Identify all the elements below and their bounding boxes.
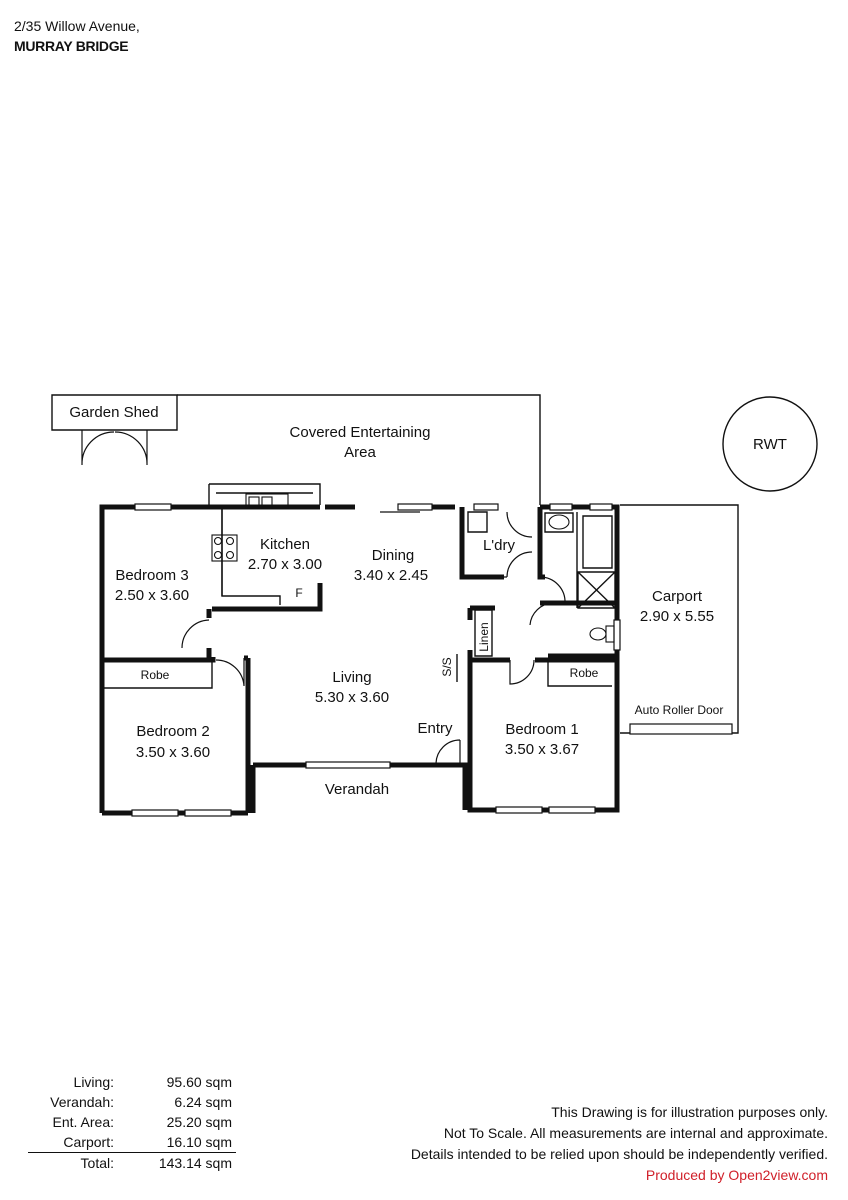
- entry-label: Entry: [417, 720, 453, 737]
- area-row: Verandah: 6.24 sqm: [28, 1092, 236, 1112]
- bedroom2-dim: 3.50 x 3.60: [136, 744, 210, 761]
- carport-label: Carport: [652, 588, 703, 605]
- living-dim: 5.30 x 3.60: [315, 689, 389, 706]
- total-value: 143.14 sqm: [118, 1152, 236, 1173]
- rainwater-tank: [722, 396, 818, 492]
- suburb-title: MURRAY BRIDGE: [14, 38, 129, 54]
- disclaimer: This Drawing is for illustration purpose…: [411, 1102, 828, 1186]
- area-value: 6.24 sqm: [174, 1094, 232, 1110]
- covered-area-label: Covered Entertaining: [290, 424, 431, 441]
- linen-label: Linen: [477, 622, 491, 651]
- dining-label: Dining: [372, 547, 415, 564]
- total-label: Total:: [28, 1152, 118, 1173]
- area-row: Ent. Area: 25.20 sqm: [28, 1112, 236, 1132]
- kitchen-label: Kitchen: [260, 536, 310, 553]
- door-swings: [181, 511, 566, 765]
- kitchen-dim: 2.70 x 3.00: [248, 556, 322, 573]
- area-value: 25.20 sqm: [166, 1114, 232, 1130]
- room-labels: Garden Shed Covered Entertaining Area RW…: [69, 404, 787, 798]
- area-label: Living:: [73, 1074, 114, 1090]
- dining-dim: 3.40 x 2.45: [354, 567, 428, 584]
- outline-lines: [51, 394, 818, 734]
- area-label: Verandah:: [50, 1094, 114, 1110]
- bedroom1-label: Bedroom 1: [505, 721, 578, 738]
- robe-left-label: Robe: [141, 668, 170, 682]
- laundry-label: L'dry: [483, 537, 516, 554]
- bedroom1-dim: 3.50 x 3.67: [505, 741, 579, 758]
- disclaimer-line-3: Details intended to be relied upon shoul…: [410, 1146, 828, 1162]
- carport-dim: 2.90 x 5.55: [640, 608, 714, 625]
- area-row: Carport: 16.10 sqm: [28, 1132, 236, 1153]
- interior-lines: [102, 509, 616, 689]
- bedroom3-label: Bedroom 3: [115, 567, 188, 584]
- area-row: Living: 95.60 sqm: [28, 1072, 236, 1092]
- address-line: 2/35 Willow Avenue,: [14, 18, 140, 34]
- area-summary-table: Living: 95.60 sqm Verandah: 6.24 sqm Ent…: [28, 1072, 236, 1173]
- fridge-label: F: [295, 586, 302, 600]
- area-label: Ent. Area:: [52, 1114, 114, 1130]
- bedroom2-label: Bedroom 2: [136, 723, 209, 740]
- covered-area-label-2: Area: [344, 444, 376, 461]
- auto-roller-label: Auto Roller Door: [635, 703, 724, 717]
- bedroom3-dim: 2.50 x 3.60: [115, 587, 189, 604]
- kitchen-fixtures: [211, 493, 615, 643]
- produced-by: Produced by Open2view.com: [645, 1167, 828, 1183]
- robe-right-label: Robe: [570, 666, 599, 680]
- living-label: Living: [332, 669, 371, 686]
- windows: [131, 503, 733, 817]
- shed-doors: [81, 430, 148, 466]
- verandah-label: Verandah: [325, 781, 389, 798]
- disclaimer-line-1: This Drawing is for illustration purpose…: [551, 1104, 828, 1120]
- area-value: 16.10 sqm: [166, 1134, 232, 1150]
- garden-shed-label: Garden Shed: [69, 404, 158, 421]
- area-value: 95.60 sqm: [166, 1074, 232, 1090]
- total-row: Total: 143.14 sqm: [28, 1152, 236, 1173]
- disclaimer-line-2: Not To Scale. All measurements are inter…: [443, 1125, 828, 1141]
- area-label: Carport:: [63, 1134, 114, 1150]
- rwt-label: RWT: [753, 436, 787, 453]
- ss-label: S/S: [440, 657, 454, 676]
